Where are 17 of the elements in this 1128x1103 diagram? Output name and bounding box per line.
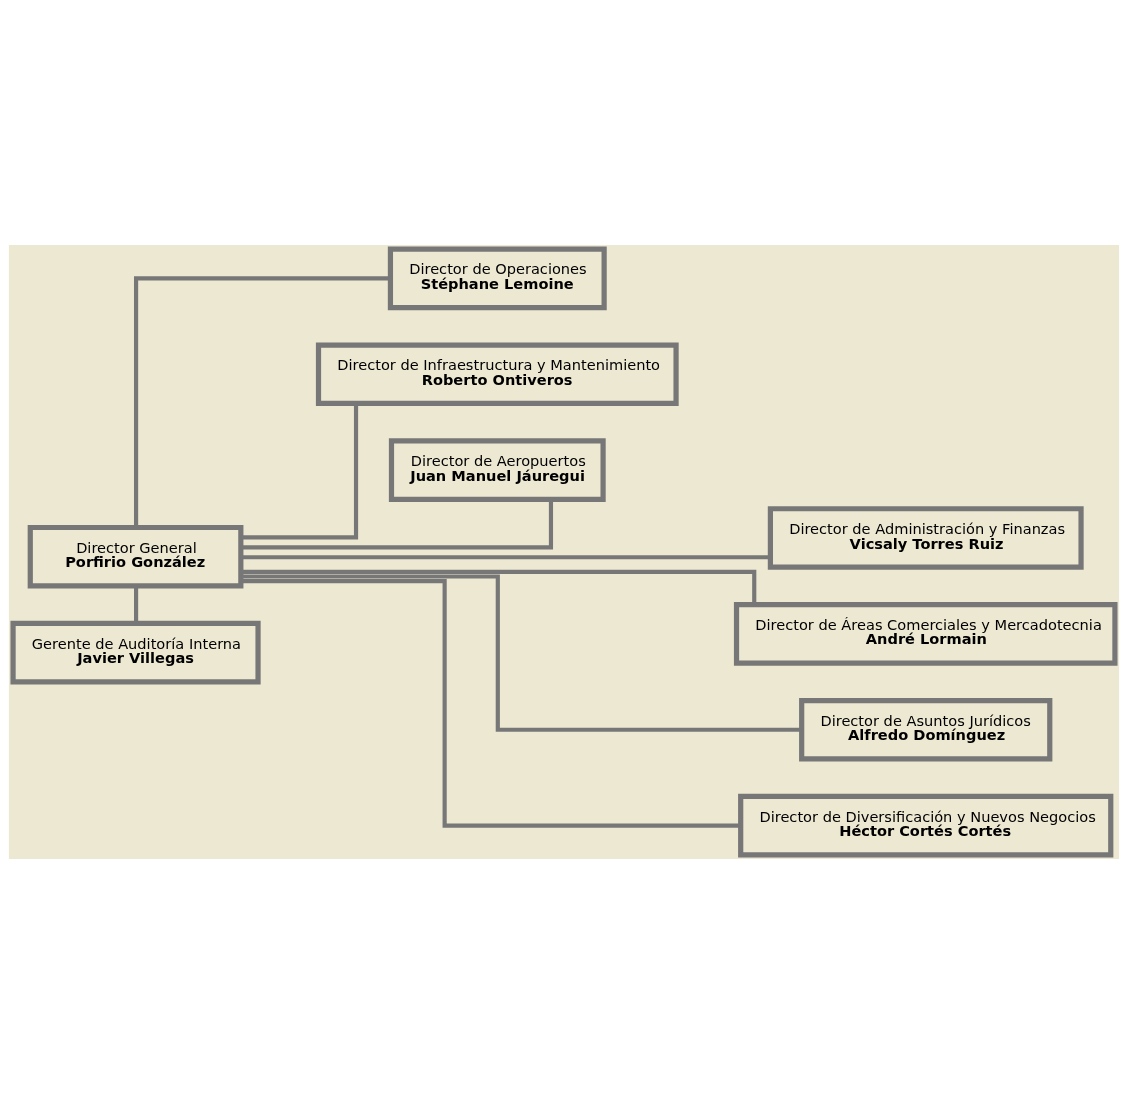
connector [240, 499, 554, 549]
node-box: Director de Áreas Comerciales y Mercadotecnia André Lormain [733, 601, 1118, 666]
connector [240, 569, 757, 605]
node-box: Director General Porfirio González [27, 524, 244, 588]
node-box: Director de Asuntos Jurídicos Alfredo Domínguez [799, 697, 1053, 762]
connector [240, 403, 359, 539]
connector [134, 275, 391, 527]
node-box: Gerente de Auditoría Interna Javier Villegas [10, 620, 261, 684]
node-box: Director de Infraestructura y Mantenimiento Roberto Ontiveros [315, 341, 679, 406]
connector [241, 578, 741, 828]
node-box: Director de Administración y Finanzas Vicsaly Torres Ruiz [767, 505, 1084, 570]
node-box: Director de Aeropuertos Juan Manuel Jáuregui [388, 437, 606, 502]
node-box: Director de Operaciones Stéphane Lemoine [387, 246, 607, 310]
connector [241, 573, 802, 732]
connector [240, 554, 771, 559]
node-box: Director de Diversificación y Nuevos Negocios Héctor Cortés Cortés [738, 793, 1114, 857]
connector [134, 585, 139, 623]
